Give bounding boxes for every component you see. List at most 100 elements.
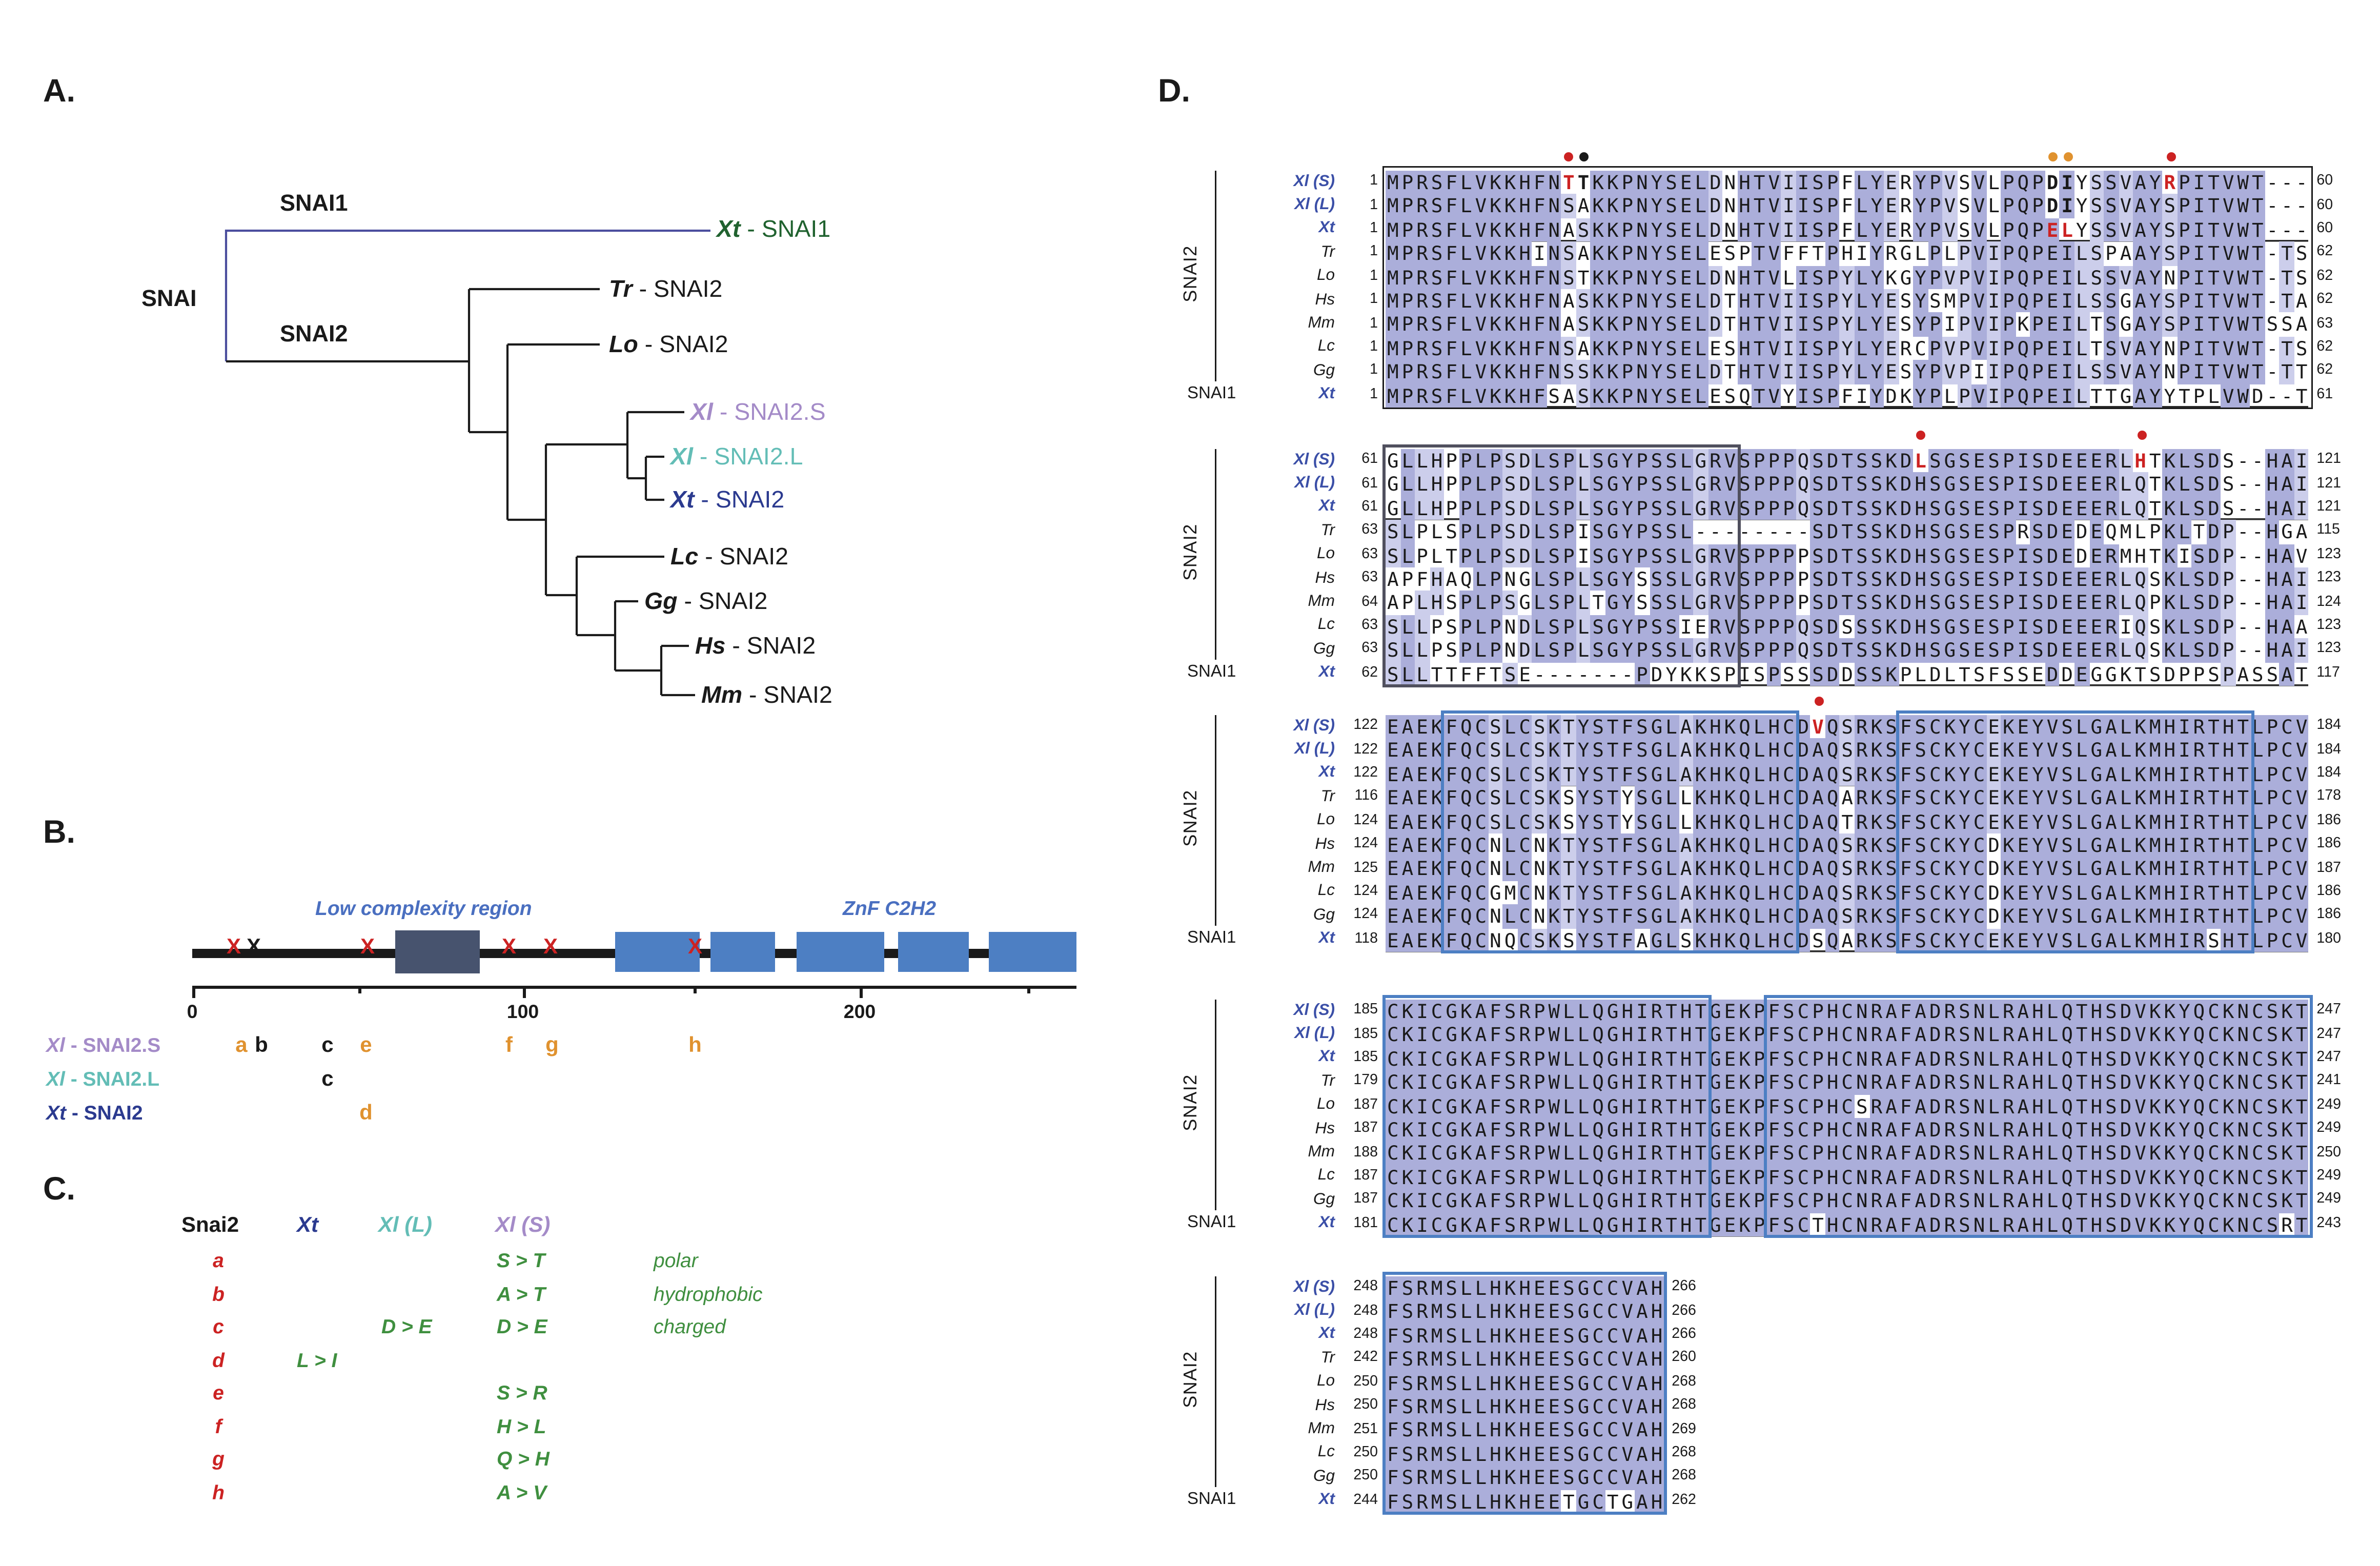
mutation-x-mark: X bbox=[501, 933, 517, 958]
start-number: 242 bbox=[1353, 1349, 1378, 1367]
start-number: 1 bbox=[1370, 314, 1378, 332]
row-letter: g bbox=[212, 1447, 225, 1470]
start-number: 248 bbox=[1353, 1301, 1378, 1319]
end-number: 124 bbox=[2316, 593, 2341, 610]
sequence-name: Xl (S) bbox=[1293, 1277, 1335, 1296]
mutation-x-mark: X bbox=[543, 933, 558, 958]
xt-substitution: L > I bbox=[297, 1348, 337, 1371]
group-bracket-line bbox=[1215, 715, 1216, 926]
sequence-name: Gg bbox=[1313, 639, 1335, 658]
group-label-snai1: SNAI1 bbox=[1187, 1213, 1236, 1232]
group-label-snai1: SNAI1 bbox=[1187, 384, 1236, 403]
species-abbrev: Hs bbox=[695, 634, 726, 660]
species-abbrev: Mm bbox=[701, 683, 743, 709]
sequence-name: Xl (L) bbox=[1294, 195, 1335, 214]
end-number: 115 bbox=[2316, 522, 2340, 539]
substitution-letter-e: e bbox=[360, 1032, 372, 1056]
row-letter: h bbox=[212, 1480, 225, 1503]
start-number: 187 bbox=[1353, 1120, 1378, 1137]
end-number: 123 bbox=[2316, 640, 2341, 658]
xl-s-substitution: S > R bbox=[497, 1381, 547, 1404]
variant-row-label: Xl - SNAI2.S bbox=[46, 1033, 160, 1056]
group-label-snai1: SNAI1 bbox=[1187, 929, 1236, 947]
sequence-name: Lc bbox=[1317, 616, 1335, 635]
tree-leaf-hs-snai2: Hs - SNAI2 bbox=[695, 634, 816, 661]
sequence-name: Hs bbox=[1315, 1396, 1335, 1415]
header-xt: Xt bbox=[297, 1212, 318, 1236]
row-letter: c bbox=[213, 1315, 224, 1338]
start-number: 1 bbox=[1370, 243, 1378, 261]
sequence-name: Xl (L) bbox=[1294, 474, 1335, 493]
start-number: 248 bbox=[1353, 1278, 1378, 1295]
marker-dot bbox=[2166, 152, 2176, 161]
start-number: 179 bbox=[1353, 1072, 1378, 1090]
category-note: hydrophobic bbox=[654, 1282, 763, 1305]
species-abbrev: Lo bbox=[609, 332, 638, 358]
phylogenetic-tree bbox=[225, 229, 710, 697]
group-bracket-line bbox=[1215, 1000, 1216, 1210]
start-number: 63 bbox=[1361, 569, 1378, 586]
end-number: 247 bbox=[2316, 1001, 2341, 1019]
sequence-name: Hs bbox=[1315, 568, 1335, 587]
end-number: 266 bbox=[1672, 1325, 1696, 1343]
sequence-name: Tr bbox=[1320, 787, 1335, 806]
start-number: 124 bbox=[1353, 906, 1378, 924]
species-abbrev: Xl bbox=[690, 400, 713, 426]
start-number: 187 bbox=[1353, 1096, 1378, 1113]
group-label-snai2: SNAI2 bbox=[1179, 1074, 1201, 1131]
sequence-name: Lo bbox=[1316, 1095, 1335, 1114]
sequence-name: Lc bbox=[1317, 1443, 1335, 1462]
gene-name: - SNAI2.L bbox=[693, 444, 803, 471]
low-complexity-box bbox=[395, 930, 480, 973]
panel-b-label: B. bbox=[43, 815, 75, 850]
sequence-name: Xt bbox=[1318, 929, 1335, 948]
variant-row-label: Xl - SNAI2.L bbox=[46, 1067, 159, 1090]
sequence-name: Mm bbox=[1308, 1419, 1335, 1438]
znf-domain-box-5 bbox=[989, 932, 1076, 972]
tree-leaf-lo-snai2: Lo - SNAI2 bbox=[609, 332, 728, 360]
start-number: 1 bbox=[1370, 385, 1378, 403]
tree-leaf-xt-snai1: Xt - SNAI1 bbox=[717, 217, 830, 245]
end-number: 123 bbox=[2316, 616, 2341, 634]
tree-leaf-gg-snai2: Gg - SNAI2 bbox=[644, 589, 767, 617]
start-number: 63 bbox=[1361, 616, 1378, 634]
row-letter: d bbox=[212, 1348, 225, 1371]
marker-dot bbox=[2137, 431, 2146, 440]
gene-name: - SNAI2.S bbox=[713, 400, 826, 426]
axis-tick-label: 100 bbox=[506, 1001, 539, 1023]
axis-minor-tick bbox=[694, 986, 696, 993]
substitution-letter-f: f bbox=[505, 1032, 513, 1056]
start-number: 63 bbox=[1361, 522, 1378, 539]
mutation-x-mark: X bbox=[687, 933, 703, 958]
end-number: 266 bbox=[1672, 1278, 1696, 1295]
gene-name: - SNAI2.L bbox=[65, 1067, 160, 1090]
group-label-snai2: SNAI2 bbox=[1179, 1351, 1201, 1408]
start-number: 250 bbox=[1353, 1396, 1378, 1414]
group-label-snai2: SNAI2 bbox=[1179, 245, 1201, 302]
